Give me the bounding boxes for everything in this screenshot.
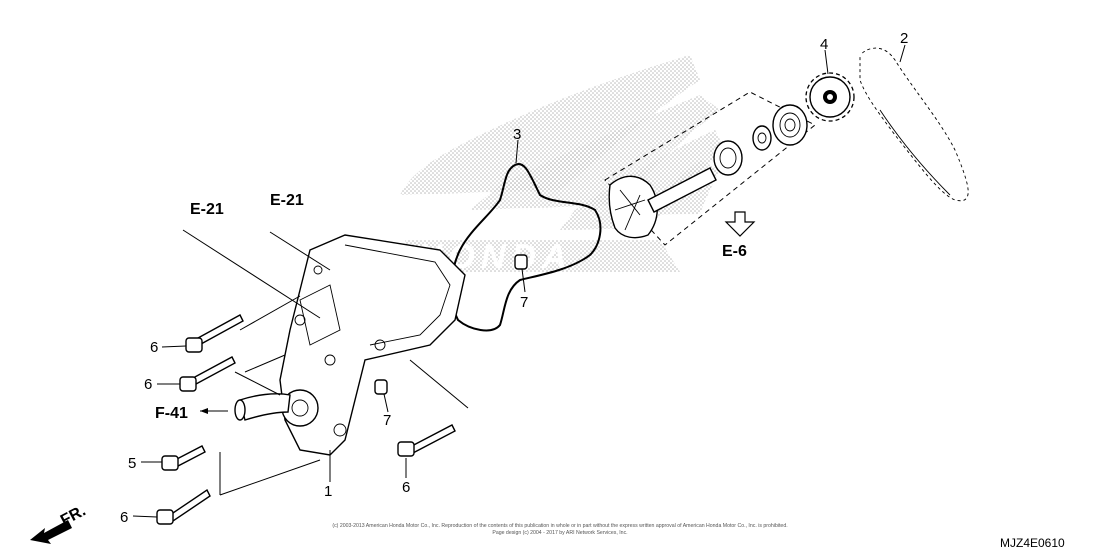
dowel-pin-lower xyxy=(374,379,388,395)
honda-wing-watermark: HONDA xyxy=(400,55,725,276)
callout-6d: 6 xyxy=(402,479,410,496)
front-direction-arrow xyxy=(30,520,72,544)
callout-6a: 6 xyxy=(150,339,158,356)
callout-4: 4 xyxy=(820,36,828,53)
callout-2: 2 xyxy=(900,30,908,47)
sprocket xyxy=(805,72,855,122)
callout-3: 3 xyxy=(513,126,521,143)
copyright-line-1: (c) 2003-2013 American Honda Motor Co., … xyxy=(332,523,787,529)
callout-7a: 7 xyxy=(520,294,528,311)
diagram-code: MJZ4E0610 xyxy=(1000,536,1065,550)
bolt-6d xyxy=(397,424,456,457)
callout-5: 5 xyxy=(128,455,136,472)
water-pump-cover xyxy=(234,234,466,456)
bolt-6b xyxy=(179,356,236,392)
ref-f41: F-41 xyxy=(155,405,188,422)
leader-lines xyxy=(132,44,906,518)
bolt-5 xyxy=(161,445,206,471)
water-pump-shaft-assembly xyxy=(604,91,816,246)
copyright-line-2: Page design (c) 2004 - 2017 by ARI Netwo… xyxy=(492,530,627,536)
bolt-6c xyxy=(156,488,211,525)
gasket xyxy=(450,163,602,332)
ref-e6: E-6 xyxy=(722,243,747,260)
callout-7b: 7 xyxy=(383,412,391,429)
drive-chain xyxy=(858,46,970,203)
callout-6c: 6 xyxy=(120,509,128,526)
ref-e21-left: E-21 xyxy=(190,201,224,218)
callout-6b: 6 xyxy=(144,376,152,393)
e6-direction-arrow xyxy=(724,211,756,237)
dowel-pin-upper xyxy=(514,254,528,270)
ref-e21-right: E-21 xyxy=(270,192,304,209)
callout-1: 1 xyxy=(324,483,332,500)
bolt-6a xyxy=(185,314,244,353)
